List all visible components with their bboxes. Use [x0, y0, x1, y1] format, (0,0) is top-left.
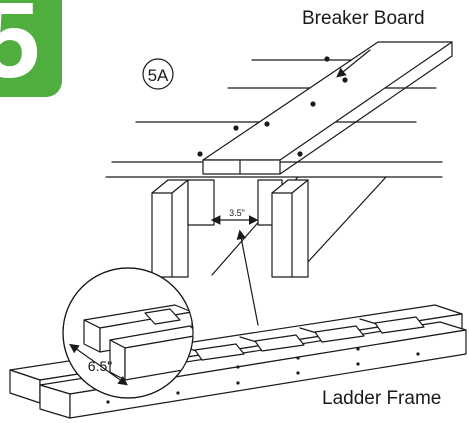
frame-pointer-arrow: [236, 229, 259, 326]
sub-step-label: 5A: [148, 66, 169, 85]
breaker-pointer-arrow: [336, 49, 371, 78]
ladder-frame-label: Ladder Frame: [322, 388, 442, 409]
step-badge: 5: [0, 0, 62, 97]
sub-step-circle: [142, 58, 174, 90]
step-number: 5: [0, 0, 41, 97]
magnifier-detail: [62, 267, 194, 399]
gap-dimension-label: 3.5": [229, 208, 245, 218]
breaker-board: [197, 41, 453, 175]
width-dimension-label: 6.5": [88, 358, 112, 374]
left-post-pair: [151, 179, 215, 278]
right-post-pair: [257, 179, 309, 278]
width-dimension-arrow: [69, 343, 128, 386]
breaker-board-label: Breaker Board: [302, 8, 425, 29]
